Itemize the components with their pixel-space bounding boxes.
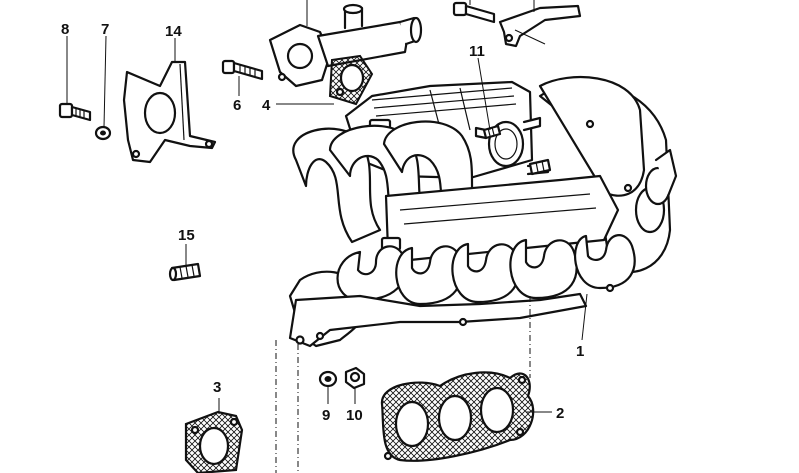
label-part-11: 11 xyxy=(469,43,485,60)
label-part-7: 7 xyxy=(101,21,109,38)
intake-manifold-part-1 xyxy=(288,76,678,348)
washer-part-9 xyxy=(318,370,338,388)
label-part-8: 8 xyxy=(61,21,69,38)
label-part-9: 9 xyxy=(322,407,330,424)
bracket-top-right xyxy=(452,0,582,48)
bolt-part-6 xyxy=(221,59,264,81)
label-part-15: 15 xyxy=(178,227,195,244)
label-part-14: 14 xyxy=(165,23,182,40)
label-part-3: 3 xyxy=(213,379,221,396)
assembly-lines xyxy=(275,296,531,473)
bracket-part-14 xyxy=(122,60,217,164)
nut-part-10 xyxy=(344,366,366,390)
label-part-2: 2 xyxy=(556,405,564,422)
studs-part-11 xyxy=(482,124,552,176)
gasket-part-2 xyxy=(380,371,535,462)
gasket-part-4 xyxy=(328,54,374,106)
gasket-part-3 xyxy=(184,410,244,473)
sleeve-part-15 xyxy=(168,262,202,282)
label-part-10: 10 xyxy=(346,407,363,424)
bolt-part-8 xyxy=(58,102,92,122)
washer-part-7 xyxy=(94,125,112,141)
leader-lines xyxy=(66,35,588,414)
label-part-1: 1 xyxy=(576,343,584,360)
label-part-4: 4 xyxy=(262,97,271,114)
label-part-6: 6 xyxy=(233,97,241,114)
part-labels: 8 7 14 6 4 11 15 1 3 9 10 2 xyxy=(61,21,584,424)
coolant-flange xyxy=(268,0,423,88)
